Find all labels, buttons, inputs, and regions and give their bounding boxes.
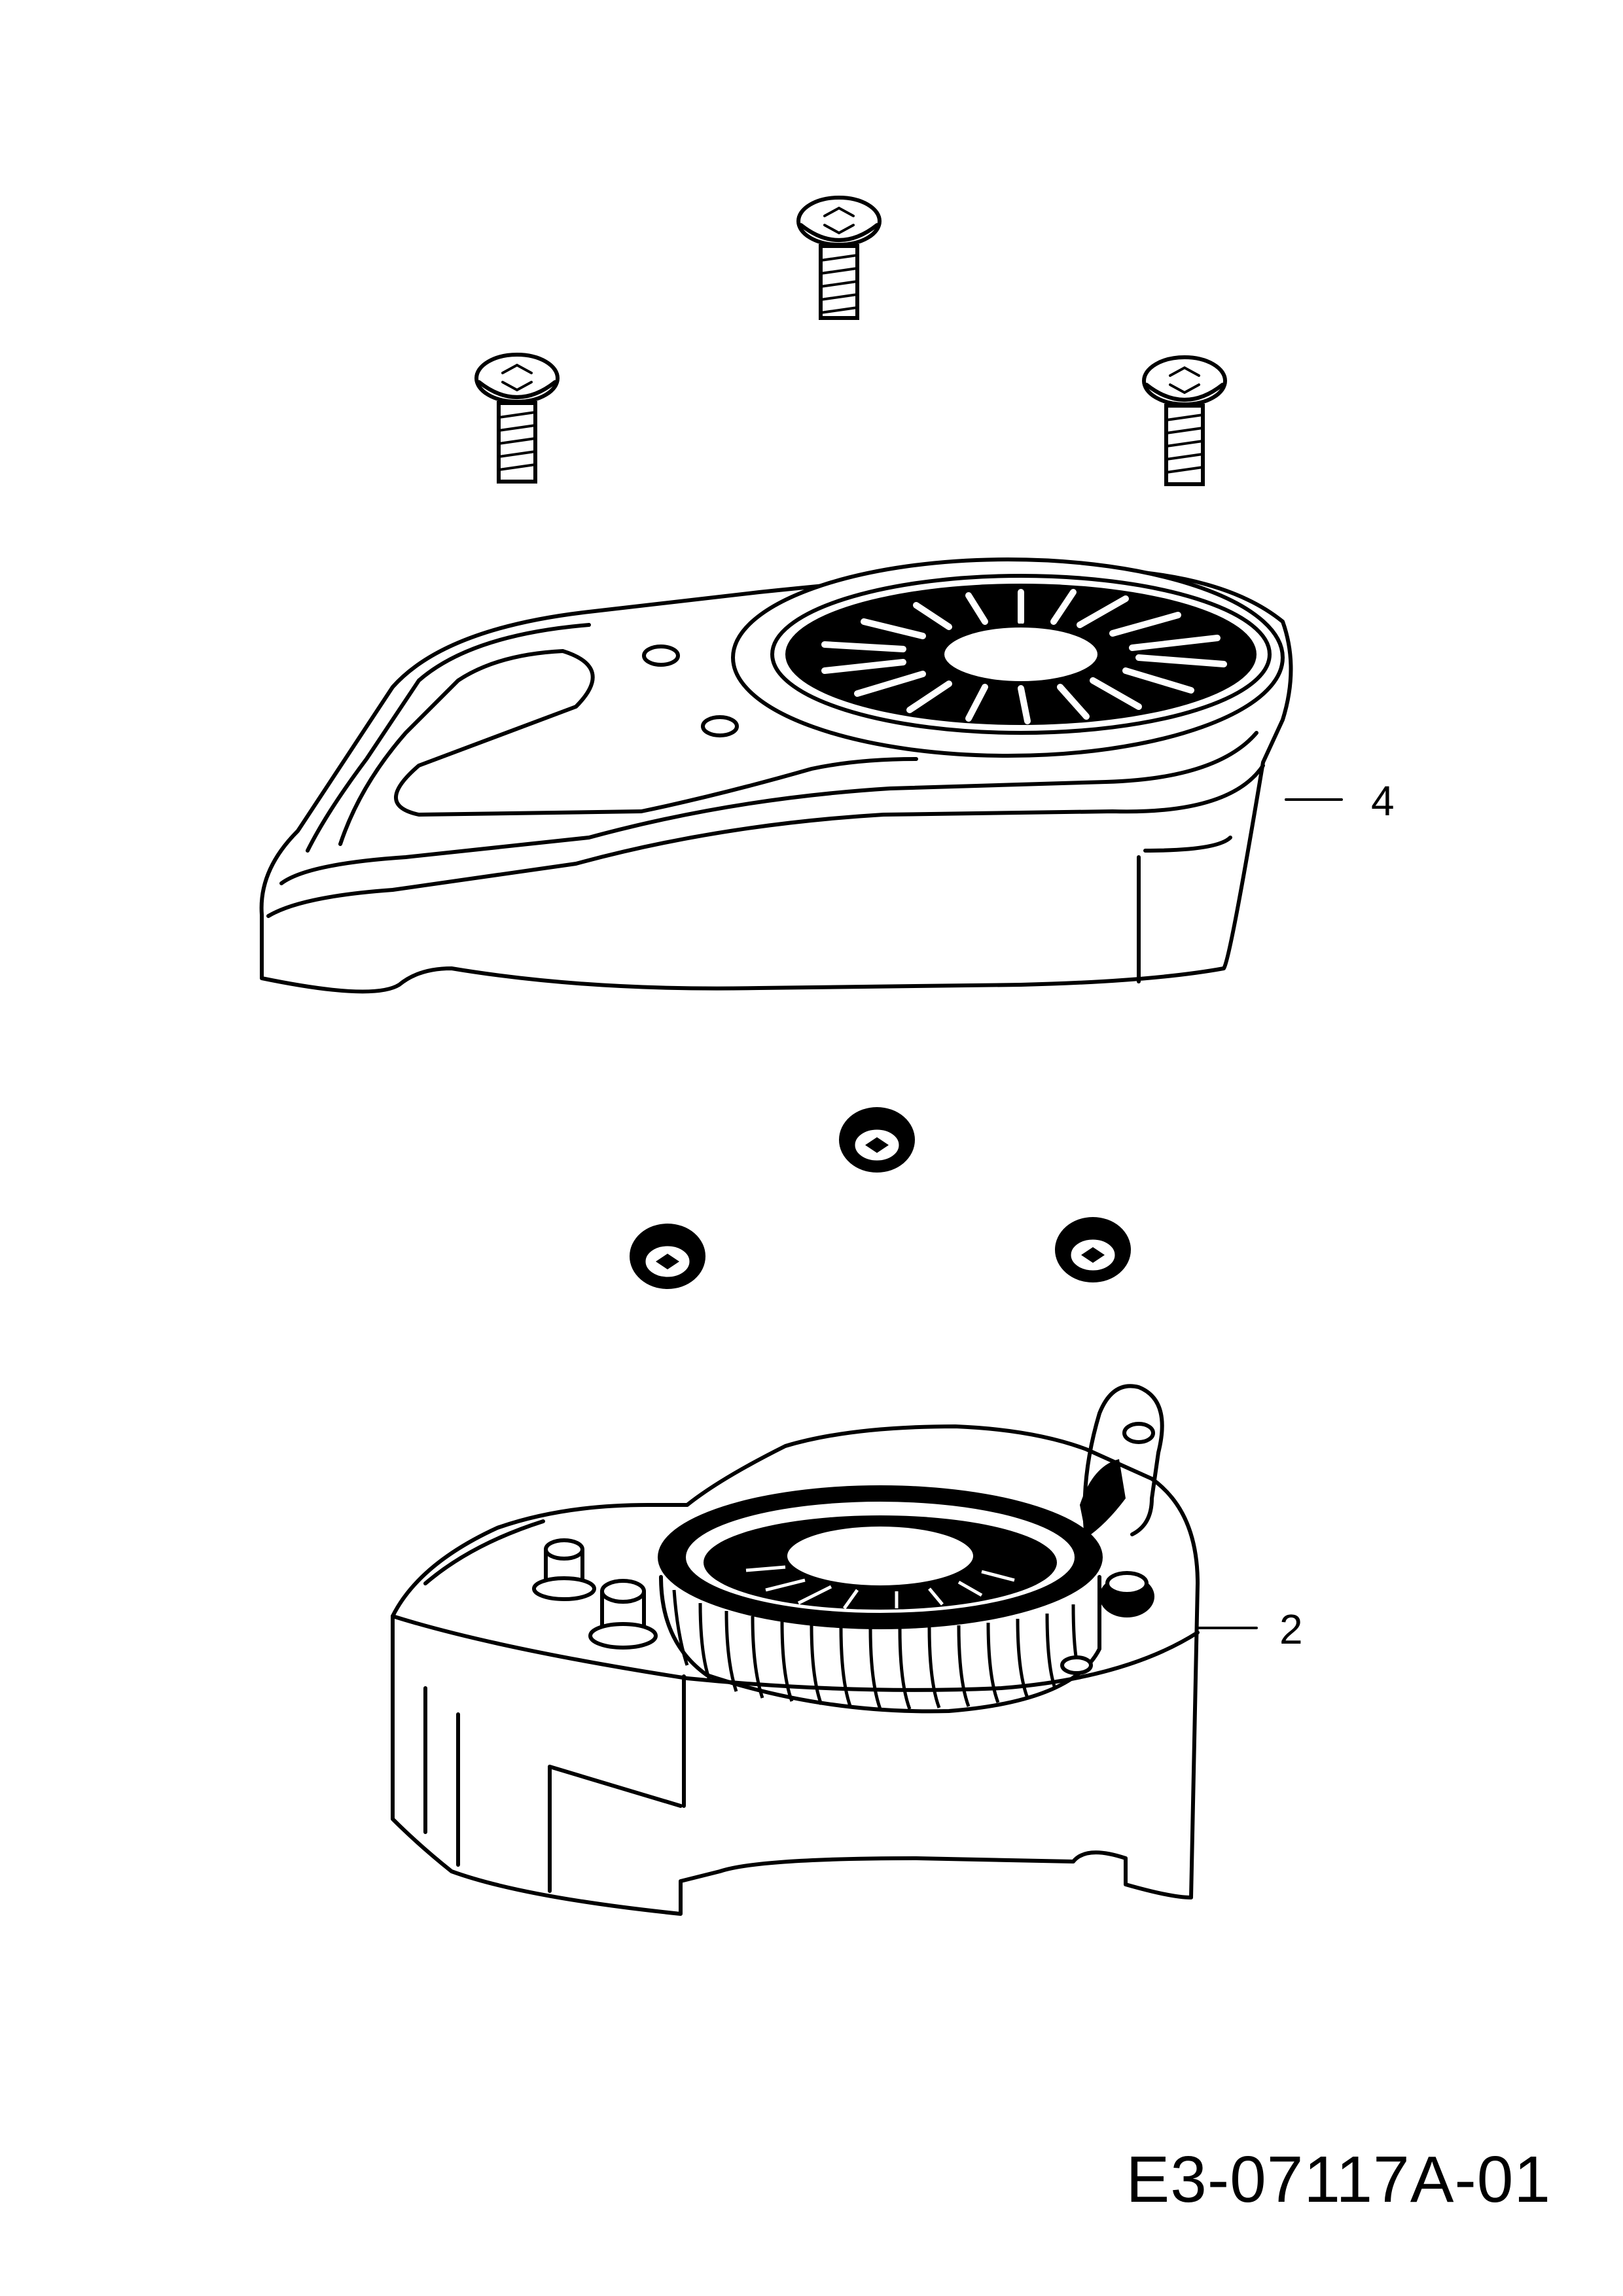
pull-handle xyxy=(1080,1384,1164,1617)
post-2 xyxy=(588,1579,658,1650)
screw-right xyxy=(1142,355,1227,486)
recoil-starter xyxy=(391,1384,1200,1916)
starter-cover xyxy=(259,557,1293,994)
nut-right xyxy=(1055,1217,1131,1282)
nut-top xyxy=(839,1107,915,1173)
screw-left xyxy=(474,353,560,484)
drawing-number: E3-07117A-01 xyxy=(1126,2143,1551,2216)
post-1 xyxy=(532,1538,596,1601)
nut-left xyxy=(630,1224,705,1289)
screw-top xyxy=(796,196,882,320)
callout-2: 2 xyxy=(1279,1606,1303,1653)
callout-4: 4 xyxy=(1371,777,1395,824)
